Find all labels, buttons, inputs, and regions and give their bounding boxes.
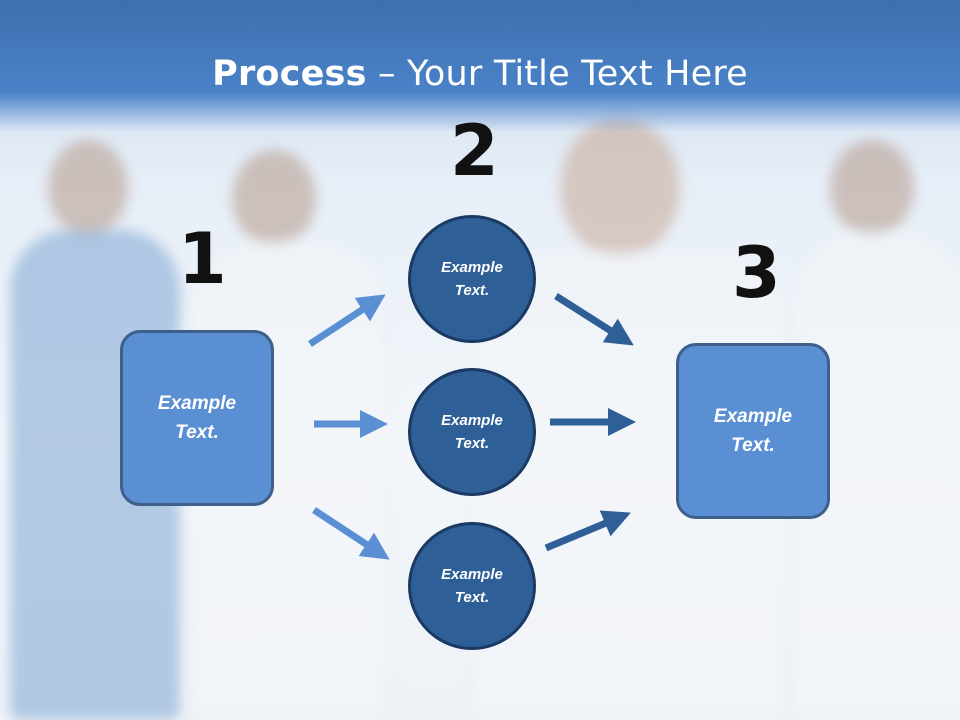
step-number-2: 2 [450,110,499,192]
arrow-circle-top-to-box3 [554,293,634,346]
title-band [0,0,960,132]
step-number-3: 3 [732,232,781,314]
step2-circle-bottom: Example Text. [408,522,536,650]
step1-box-text: Example Text. [157,393,237,443]
slide-title: Process – Your Title Text Here [0,54,960,94]
background-person-head [48,140,128,236]
background-person-head [830,140,914,236]
arrow-box1-to-circle-bottom [312,507,390,560]
doctor-head [560,118,680,258]
step3-box-text: Example Text. [713,406,793,456]
arrow-circle-bottom-to-box3 [544,510,631,552]
step2-circle-top-text: Example Text. [441,259,503,299]
title-bold: Process [212,54,367,94]
step2-circle-middle: Example Text. [408,368,536,496]
step-number-1: 1 [178,218,227,300]
step2-circle-middle-text: Example Text. [441,412,503,452]
arrow-box1-to-circle-top [308,294,386,347]
title-rest: – Your Title Text Here [366,54,748,94]
step3-box: Example Text. [676,343,830,519]
step1-box: Example Text. [120,330,274,506]
step2-circle-top: Example Text. [408,215,536,343]
background-person-head [232,150,316,246]
step2-circle-bottom-text: Example Text. [441,566,503,606]
